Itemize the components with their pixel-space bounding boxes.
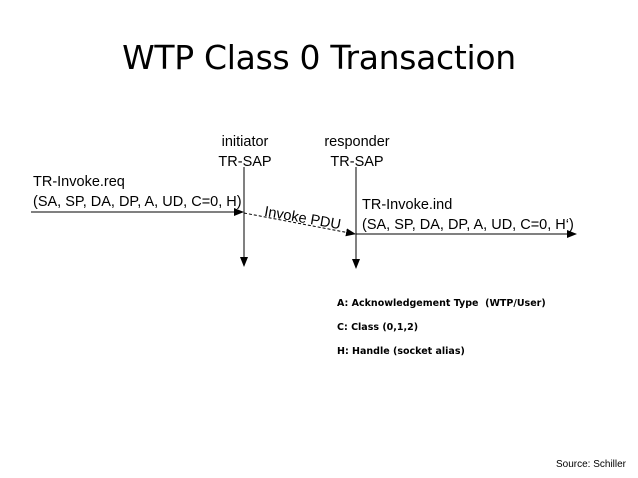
- indication-label-line1: TR-Invoke.ind: [362, 197, 453, 213]
- indication-label: TR-Invoke.ind (SA, SP, DA, DP, A, UD, C=…: [362, 195, 574, 235]
- slide-title: WTP Class 0 Transaction: [122, 38, 516, 77]
- responder-label-line2: TR-SAP: [330, 154, 384, 170]
- invoke-pdu-arrow: [243, 212, 356, 237]
- responder-label-line1: responder: [324, 134, 390, 150]
- indication-label-line2: (SA, SP, DA, DP, A, UD, C=0, H‘): [362, 217, 574, 233]
- legend-item-ack-type: A: Acknowledgement Type (WTP/User): [337, 298, 546, 309]
- source-credit: Source: Schiller: [555, 459, 626, 470]
- initiator-label-line1: initiator: [221, 134, 269, 150]
- responder-label: responder TR-SAP: [314, 132, 400, 172]
- initiator-label: initiator TR-SAP: [204, 132, 286, 172]
- legend: A: Acknowledgement Type (WTP/User) C: Cl…: [337, 298, 546, 370]
- legend-item-handle: H: Handle (socket alias): [337, 346, 465, 357]
- request-label-line1: TR-Invoke.req: [33, 174, 125, 190]
- request-label-line2: (SA, SP, DA, DP, A, UD, C=0, H): [33, 194, 242, 210]
- legend-item-class: C: Class (0,1,2): [337, 322, 419, 333]
- initiator-label-line2: TR-SAP: [218, 154, 272, 170]
- request-label: TR-Invoke.req (SA, SP, DA, DP, A, UD, C=…: [33, 172, 242, 212]
